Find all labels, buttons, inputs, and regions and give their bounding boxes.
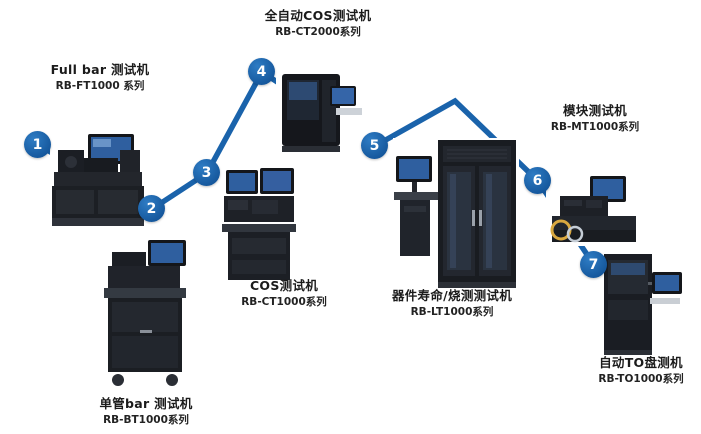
machine-model: RB-FT1000 系列: [55, 80, 145, 92]
step-number: 4: [256, 63, 267, 80]
machine-photo-to-tray-tester: [600, 250, 688, 358]
machine-title: 单管bar 测试机: [99, 396, 193, 411]
step-number: 6: [532, 172, 543, 189]
step-number: 3: [201, 164, 212, 181]
machine-title: 模块测试机: [562, 103, 627, 118]
step-label-module-tester: 模块测试机 RB-MT1000系列: [551, 103, 639, 134]
machine-photo-lifetime-tester: [393, 138, 519, 290]
machine-model: RB-CT2000系列: [275, 26, 361, 38]
step-number: 5: [369, 137, 380, 154]
machine-title: 器件寿命/烧测测试机: [391, 288, 513, 303]
step-label-single-bar-tester: 单管bar 测试机 RB-BT1000系列: [99, 396, 192, 427]
step-number: 7: [588, 256, 599, 273]
step-circle-2: 2: [138, 195, 165, 222]
machine-model: RB-TO1000系列: [598, 373, 684, 385]
step-label-cos-tester: COS测试机 RB-CT1000系列: [241, 278, 327, 309]
step-circle-3: 3: [193, 159, 220, 186]
machine-photo-cos-tester: [220, 166, 300, 284]
machine-model: RB-BT1000系列: [103, 414, 189, 426]
machine-title: COS测试机: [249, 278, 319, 293]
step-circle-6: 6: [524, 167, 551, 194]
machine-photo-full-bar-tester: [50, 134, 150, 232]
step-circle-5: 5: [361, 132, 388, 159]
machine-model: RB-LT1000系列: [410, 306, 494, 318]
machine-model: RB-CT1000系列: [241, 296, 327, 308]
step-label-auto-cos-tester: 全自动COS测试机 RB-CT2000系列: [265, 8, 372, 39]
machine-photo-module-tester: [546, 172, 642, 246]
machine-title: 全自动COS测试机: [264, 8, 372, 23]
step-circle-1: 1: [24, 131, 51, 158]
step-number: 2: [146, 200, 157, 217]
step-circle-4: 4: [248, 58, 275, 85]
machine-photo-single-bar-tester: [100, 236, 192, 392]
machine-title: Full bar 测试机: [50, 62, 150, 77]
step-circle-7: 7: [580, 251, 607, 278]
step-label-full-bar-tester: Full bar 测试机 RB-FT1000 系列: [51, 62, 150, 93]
step-label-to-tray-tester: 自动TO盘测机 RB-TO1000系列: [598, 355, 683, 386]
step-number: 1: [32, 136, 43, 153]
machine-model: RB-MT1000系列: [550, 121, 640, 133]
machine-photo-auto-cos-tester: [276, 66, 366, 154]
step-label-lifetime-tester: 器件寿命/烧测测试机 RB-LT1000系列: [392, 288, 512, 319]
machine-title: 自动TO盘测机: [599, 355, 683, 370]
